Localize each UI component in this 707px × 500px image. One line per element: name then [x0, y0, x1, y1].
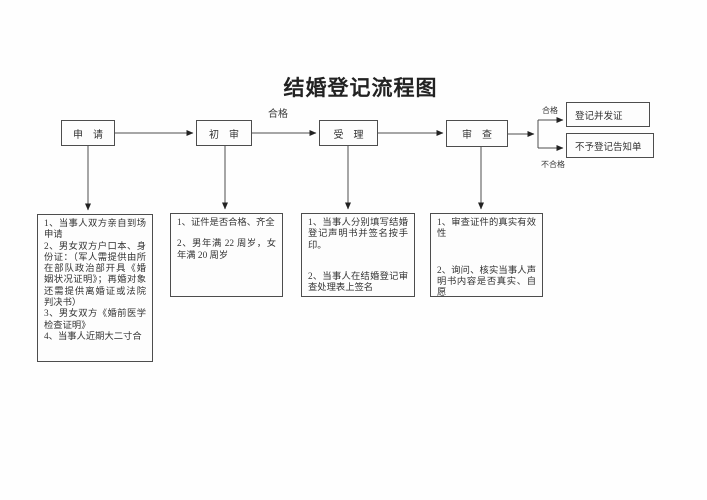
- detail-item: 2、询问、核实当事人声明书内容是否真实、自愿: [437, 265, 536, 299]
- page-title: 结婚登记流程图: [283, 76, 438, 100]
- detail-item: 3、男女双方《婚前医学检查证明》: [44, 309, 146, 331]
- detail-item: 2、男女双方户口本、身份证：（军人需提供由所在部队政治部开具《婚姻状况证明》；再…: [44, 241, 146, 309]
- outcome-register-issue-certificate: 登记并发证: [566, 102, 650, 127]
- outcome-no-registration-notice: 不予登记告知单: [566, 133, 654, 158]
- edge-label-fail-branch: 不合格: [541, 160, 565, 169]
- edge-label-pass-branch: 合格: [542, 106, 558, 115]
- flow-step-apply: 申 请: [61, 120, 115, 146]
- flow-step-initial-review: 初 审: [196, 120, 252, 146]
- detail-box-apply: 1、当事人双方亲自到场申请 2、男女双方户口本、身份证：（军人需提供由所在部队政…: [37, 214, 153, 362]
- detail-item: 2、当事人在结婚登记审查处理表上签名: [308, 271, 408, 294]
- detail-item: 1、当事人双方亲自到场申请: [44, 219, 146, 241]
- detail-box-accept: 1、当事人分别填写结婚登记声明书并签名按手印。 2、当事人在结婚登记审查处理表上…: [301, 213, 415, 297]
- flow-step-review: 审 查: [446, 120, 508, 147]
- detail-item: 2、男年满 22 周岁，女年满 20 周岁: [177, 239, 276, 261]
- detail-item: 1、审查证件的真实有效性: [437, 218, 536, 240]
- detail-box-initial-review: 1、证件是否合格、齐全 2、男年满 22 周岁，女年满 20 周岁: [170, 213, 283, 297]
- detail-item: 4、当事人近期大二寸合: [44, 331, 142, 342]
- detail-item: 1、当事人分别填写结婚登记声明书并签名按手印。: [308, 218, 408, 251]
- detail-item: 1、证件是否合格、齐全: [177, 218, 275, 228]
- detail-box-review: 1、审查证件的真实有效性 2、询问、核实当事人声明书内容是否真实、自愿: [430, 213, 543, 299]
- edge-label-pass-mid: 合格: [268, 109, 288, 120]
- flow-step-accept: 受 理: [319, 120, 378, 146]
